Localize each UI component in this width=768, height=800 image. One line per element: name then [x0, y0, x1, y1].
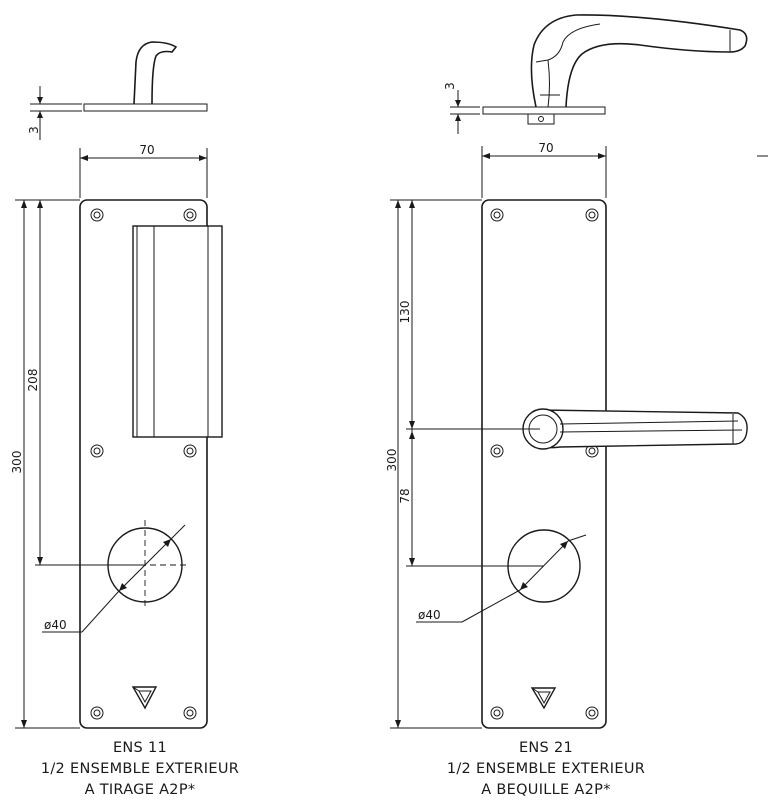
ens21-upper-label: 130 — [398, 301, 412, 324]
ens11-thickness-label: 3 — [27, 126, 41, 134]
ens21-screws — [490, 208, 599, 720]
screw-icon — [585, 706, 599, 720]
vachette-logo-icon — [530, 687, 557, 710]
ens21-lever-handle-profile — [530, 14, 748, 108]
ens11-assembly: 3 70 — [10, 41, 239, 798]
ens11-height-dimensions: 300 208 — [10, 199, 145, 729]
ens11-hole-label: ø40 — [44, 618, 67, 632]
ens21-lever-handle — [522, 408, 748, 450]
ens21-hole-label: ø40 — [418, 608, 441, 622]
ens11-pull-height-label: 208 — [26, 369, 40, 392]
ens11-front-plate — [79, 199, 208, 729]
screw-icon — [585, 208, 599, 222]
screw-icon — [183, 444, 197, 458]
ens11-pull-handle-profile — [133, 41, 178, 105]
ens11-model-name: ENS 11 — [113, 740, 167, 756]
ens11-cylinder-hole: ø40 — [42, 520, 190, 633]
screw-icon — [490, 208, 504, 222]
vachette-logo-icon — [131, 686, 158, 710]
ens11-description: 1/2 ENSEMBLE EXTERIEUR — [41, 761, 239, 777]
ens11-type: A TIRAGE A2P* — [85, 782, 196, 798]
screw-icon — [183, 208, 197, 222]
ens21-thickness-label: 3 — [443, 82, 457, 90]
ens21-model-name: ENS 21 — [519, 740, 573, 756]
ens21-description: 1/2 ENSEMBLE EXTERIEUR — [447, 761, 645, 777]
screw-icon — [90, 208, 104, 222]
ens21-side-view: 3 — [443, 14, 748, 134]
ens11-width-label: 70 — [139, 143, 154, 157]
ens21-total-height-label: 300 — [385, 449, 399, 472]
ens11-total-height-label: 300 — [10, 451, 24, 474]
screw-icon — [183, 706, 197, 720]
screw-icon — [90, 706, 104, 720]
ens21-width-label: 70 — [538, 141, 553, 155]
ens21-height-dimensions: 300 130 78 — [385, 199, 544, 729]
ens11-pull-grip — [132, 225, 223, 438]
ens11-side-view: 3 — [27, 41, 208, 140]
ens21-front-plate — [481, 199, 607, 729]
ens11-screws — [90, 208, 197, 720]
ens11-caption: ENS 11 1/2 ENSEMBLE EXTERIEUR A TIRAGE A… — [41, 740, 239, 798]
screw-icon — [90, 444, 104, 458]
ens21-side-spindle — [527, 113, 555, 125]
ens11-side-plate — [83, 103, 208, 112]
ens21-type: A BEQUILLE A2P* — [481, 782, 611, 798]
ens21-cylinder-hole: ø40 — [416, 529, 587, 623]
ens21-lower-label: 78 — [398, 488, 412, 503]
screw-icon — [490, 706, 504, 720]
screw-icon — [490, 444, 504, 458]
ens21-assembly: 3 70 — [385, 14, 768, 798]
ens21-caption: ENS 21 1/2 ENSEMBLE EXTERIEUR A BEQUILLE… — [447, 740, 645, 798]
ens21-side-plate — [482, 106, 606, 115]
ens11-width-dimension: 70 — [79, 143, 208, 198]
ens21-width-dimension: 70 — [481, 141, 768, 198]
